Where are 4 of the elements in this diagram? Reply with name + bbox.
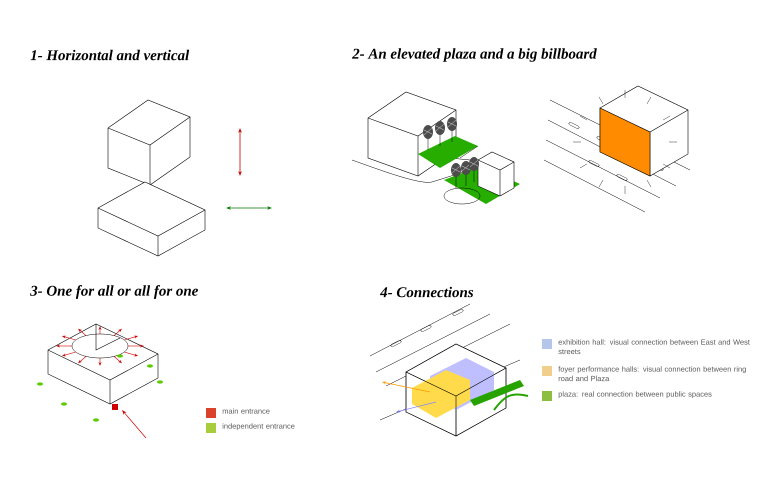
- panel-heading: 2- An elevated plaza and a big billboard: [352, 48, 597, 62]
- panel-heading: 4- Connections: [380, 286, 474, 298]
- panel-heading: 1- Horizontal and vertical: [30, 50, 190, 60]
- panel-heading: 3- One for all or all for one: [30, 285, 198, 299]
